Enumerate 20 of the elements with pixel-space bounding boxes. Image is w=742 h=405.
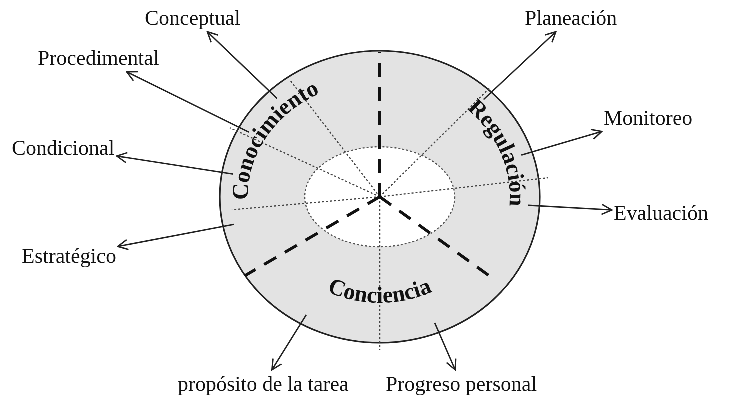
arrow (206, 31, 278, 100)
arrow (116, 152, 234, 175)
category-label: Conceptual (145, 6, 241, 30)
arrow (434, 322, 457, 371)
arrow (528, 204, 613, 216)
category-label: Estratégico (22, 244, 116, 268)
arrow (521, 129, 603, 156)
arrow (126, 71, 250, 134)
arrow (272, 314, 308, 371)
category-label: Condicional (12, 136, 115, 160)
sector-title: Conciencia (325, 273, 435, 308)
arrow (117, 224, 234, 250)
category-label: propósito de la tarea (178, 372, 349, 396)
category-label: Evaluación (614, 201, 708, 225)
category-label: Monitoreo (604, 106, 693, 130)
category-label: Progreso personal (386, 372, 538, 396)
circle-diagram-drawing (219, 50, 548, 350)
category-label: Procedimental (38, 46, 160, 70)
arrow (483, 31, 557, 100)
category-label: Planeación (525, 6, 618, 30)
